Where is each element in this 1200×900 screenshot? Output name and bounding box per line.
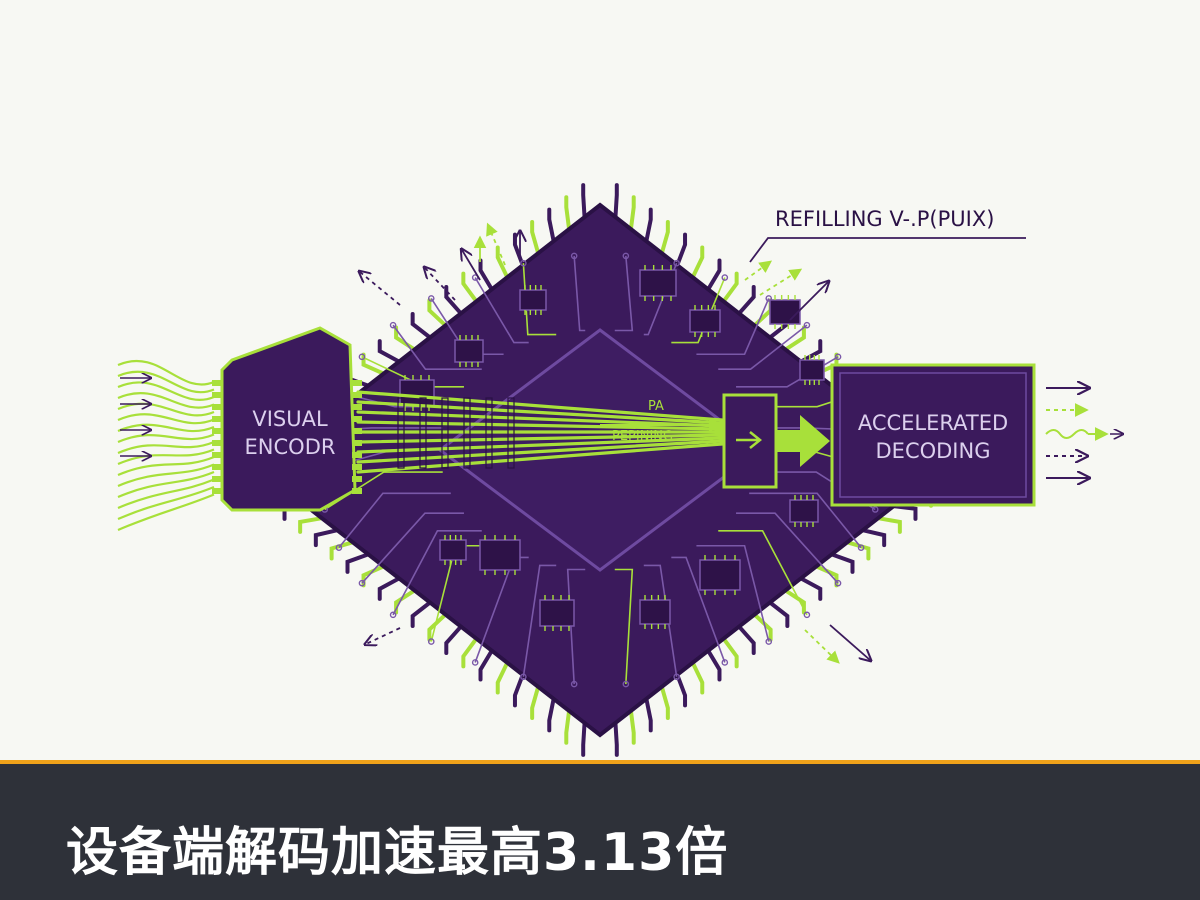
encoder-label-line1: VISUAL: [252, 407, 328, 431]
output-arrows: [1045, 388, 1122, 478]
decoder-block: ACCELERATED DECODING: [830, 363, 1036, 507]
data-bus: [356, 390, 724, 474]
decoder-label-line2: DECODING: [876, 439, 991, 463]
input-data-streams: [117, 359, 215, 532]
center-label-1: PA: [648, 399, 664, 414]
visual-encoder-block: VISUAL ENCODR: [212, 326, 362, 512]
caption-bar: 设备端解码加速最高3.13倍: [0, 760, 1200, 900]
flow-arrow: [776, 415, 830, 467]
caption-text: 设备端解码加速最高3.13倍: [66, 823, 729, 883]
refilling-callout: REFILLING V-.P(PUIX): [749, 207, 1026, 263]
emission-arrows: [360, 222, 870, 664]
decoder-label-line1: ACCELERATED: [858, 411, 1008, 435]
refilling-label: REFILLING V-.P(PUIX): [775, 207, 994, 231]
chip-diagram: VISUAL ENCODR PA PEPINING ACCELERATED DE…: [117, 183, 1200, 757]
encoder-label-line2: ENCODR: [245, 435, 336, 459]
prefill-module: [722, 393, 778, 489]
chip-components: [399, 265, 825, 631]
center-label-2: PEPINING: [612, 429, 673, 444]
